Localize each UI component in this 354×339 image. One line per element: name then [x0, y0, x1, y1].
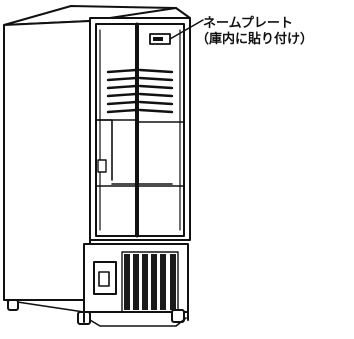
- name-plate-label: ネームプレート: [203, 16, 293, 31]
- vent-grille: [124, 254, 176, 310]
- right-glass-door: [137, 23, 185, 237]
- cabinet-top-edge: [175, 7, 191, 19]
- shelves-left: [106, 68, 138, 114]
- cabinet-side: [3, 20, 91, 301]
- casters: [7, 299, 189, 325]
- callout-leader: [169, 19, 204, 40]
- shelves-right: [138, 68, 174, 114]
- name-plate-location-note: （庫内に貼り付け）: [196, 32, 314, 47]
- left-glass-door: [95, 23, 137, 237]
